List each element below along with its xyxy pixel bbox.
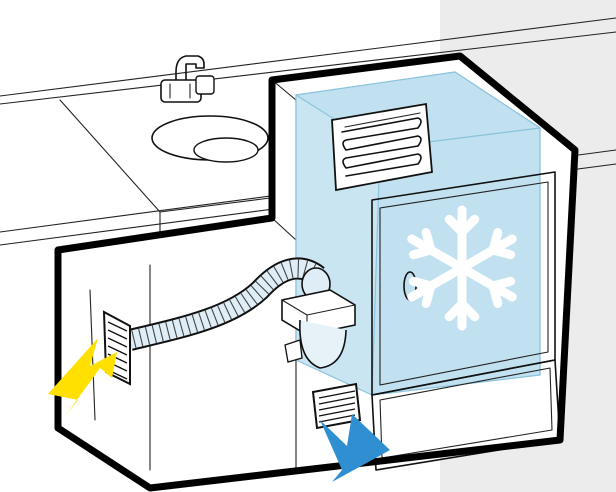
sink-icon [152,116,268,162]
faucet-icon [161,56,214,102]
